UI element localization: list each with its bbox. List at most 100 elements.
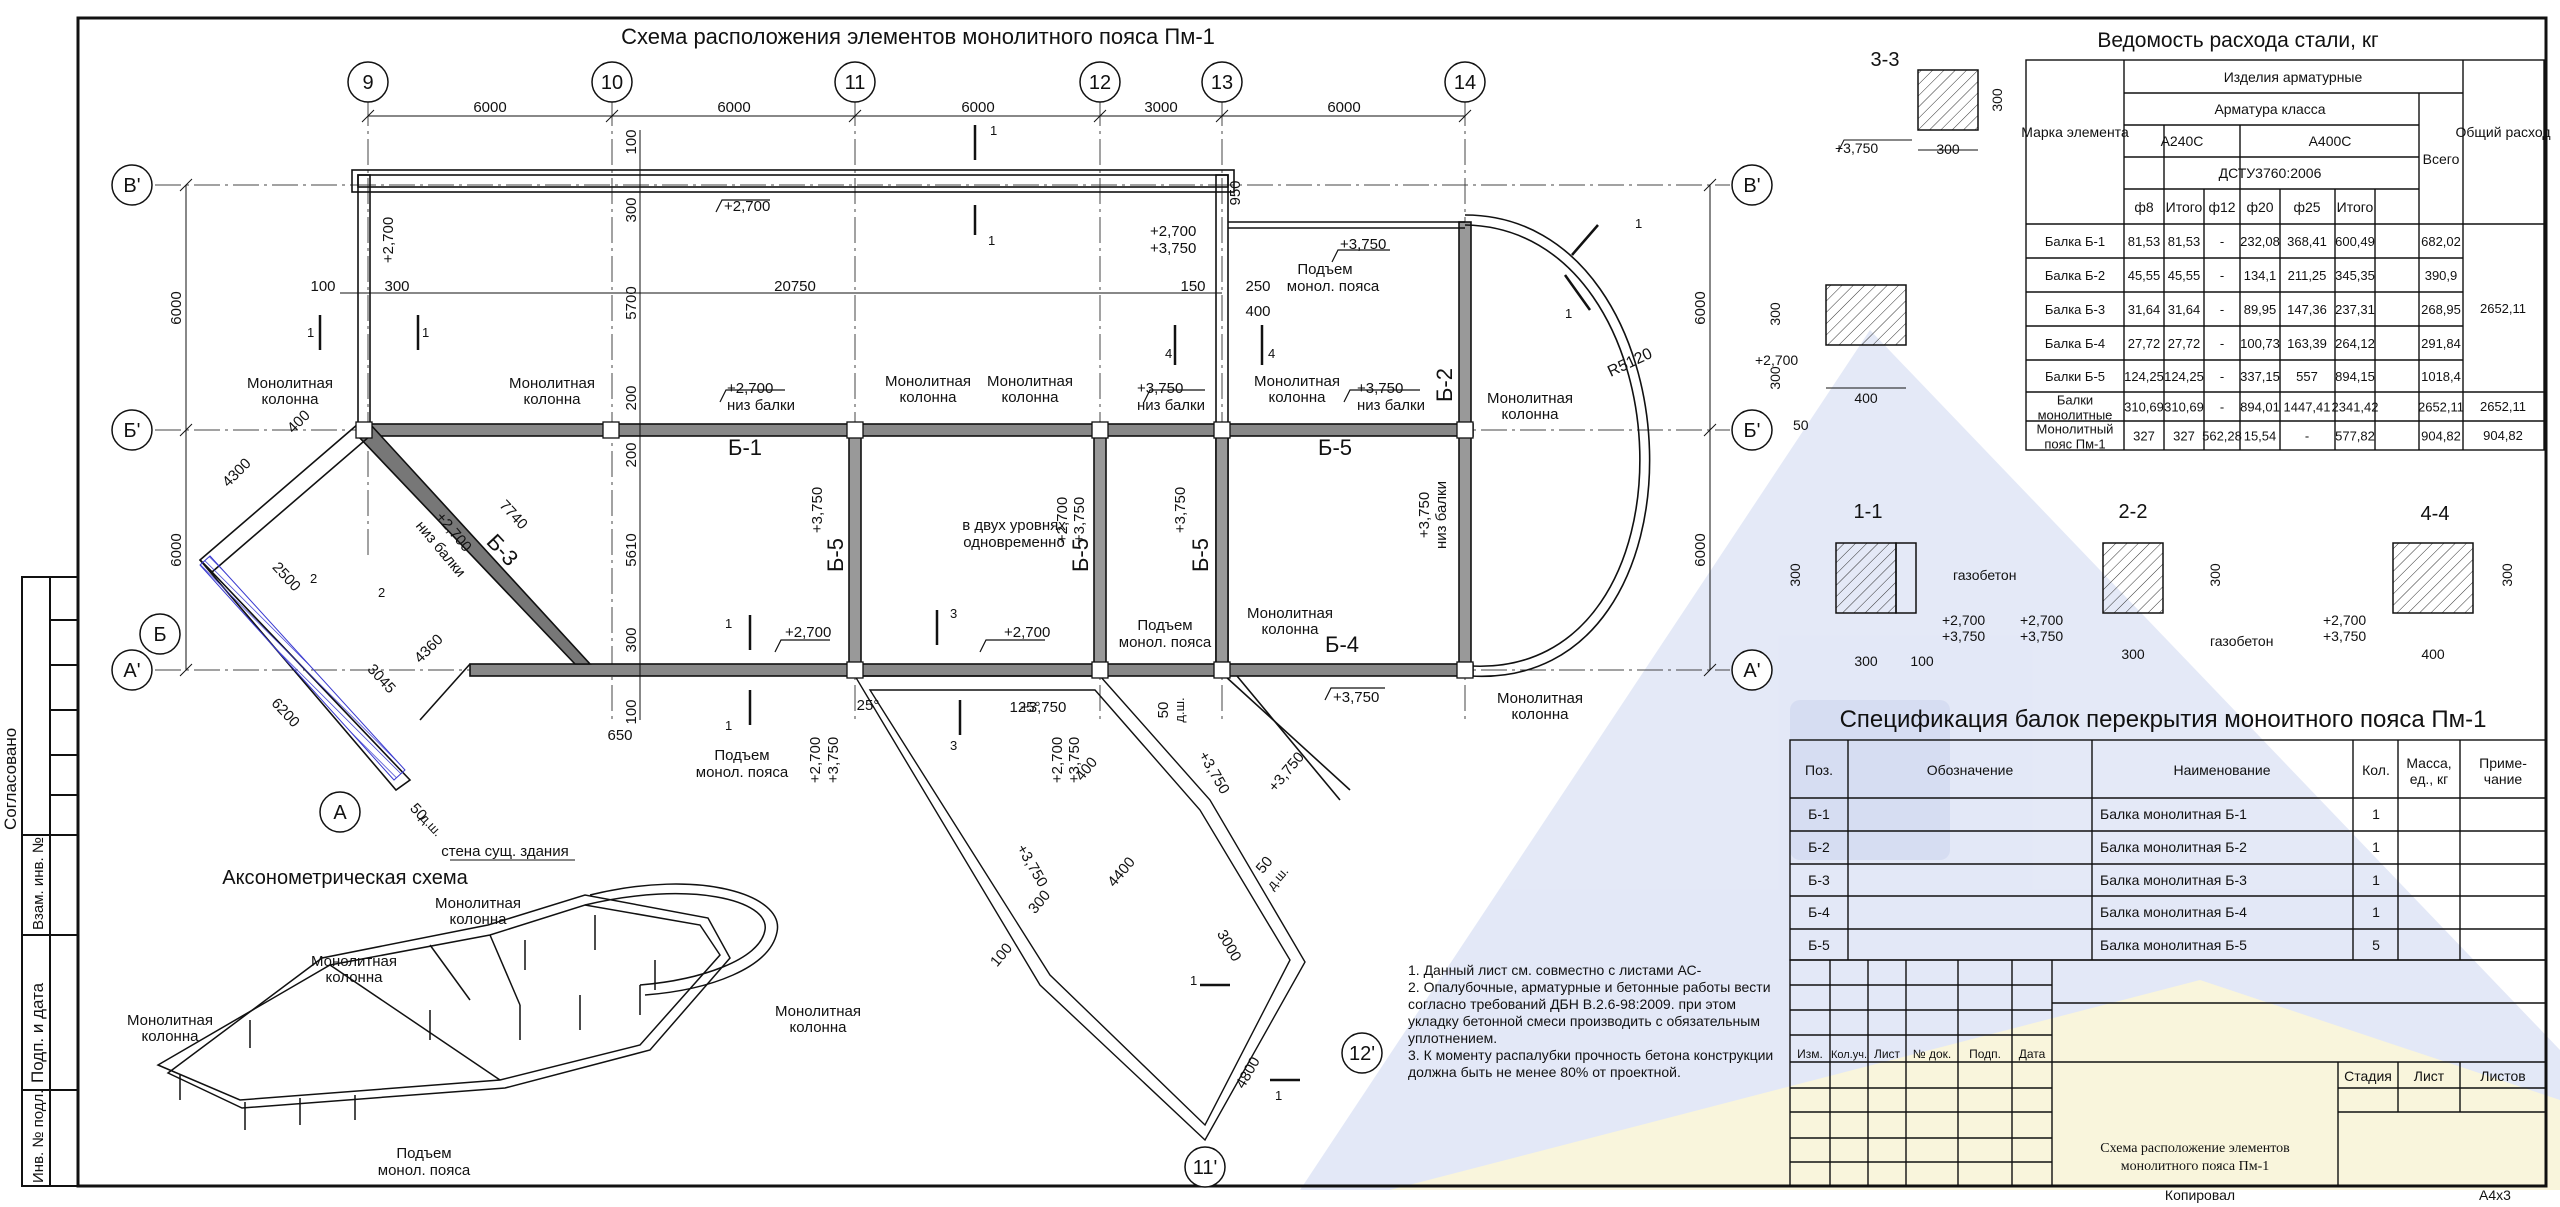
plan-title: Схема расположения элементов монолитного… bbox=[621, 24, 1215, 49]
column-label: Монолитная bbox=[987, 373, 1073, 390]
steel-cell: 310,69 bbox=[2124, 400, 2164, 415]
dim: 950 bbox=[1227, 180, 1244, 205]
spec-qty: 1 bbox=[2372, 839, 2380, 855]
section-mark: 4 bbox=[1268, 346, 1275, 361]
steel-col-header: Итого bbox=[2337, 199, 2374, 215]
dim: 50 bbox=[1155, 702, 1172, 719]
steel-cell: 45,55 bbox=[2128, 268, 2161, 283]
level-mark: +3,750 bbox=[1066, 737, 1083, 783]
steel-cell: 390,9 bbox=[2425, 268, 2458, 283]
steel-cell: 211,25 bbox=[2288, 268, 2327, 283]
spec-header: ед., кг bbox=[2410, 771, 2449, 787]
spec-header: Приме- bbox=[2479, 755, 2527, 771]
level-mark: +2,700 bbox=[2020, 612, 2063, 628]
steel-row-name: пояс Пм-1 bbox=[2044, 437, 2105, 452]
spec-name: Балка монолитная Б-2 bbox=[2100, 839, 2247, 855]
column-label: колонна bbox=[1269, 389, 1327, 406]
tb-col: Дата bbox=[2019, 1047, 2046, 1061]
section-title: 4-4 bbox=[2421, 503, 2450, 525]
radius-label: R5120 bbox=[1605, 345, 1655, 380]
dim: 400 bbox=[2421, 646, 2445, 662]
angle: 25° bbox=[857, 697, 880, 714]
podem-label: Подъем bbox=[714, 747, 769, 764]
level-mark: +3,750 bbox=[1357, 380, 1403, 397]
spec-pos: Б-2 bbox=[1808, 839, 1830, 855]
tb-stage: Стадия bbox=[2344, 1068, 2392, 1084]
dim: 5700 bbox=[623, 286, 640, 319]
level-note: низ балки bbox=[727, 397, 795, 414]
dim-span: 6000 bbox=[717, 99, 750, 116]
steel-overall-row: 2652,11 bbox=[2480, 399, 2526, 414]
section-mark: 3 bbox=[950, 606, 957, 621]
tb-format: А4х3 bbox=[2479, 1187, 2511, 1203]
steel-row-name: Балка Б-4 bbox=[2045, 336, 2105, 351]
column-label: Монолитная bbox=[509, 375, 595, 392]
dim: 300 bbox=[1767, 302, 1783, 326]
level-note: низ балки bbox=[1137, 397, 1205, 414]
steel-cell: 327 bbox=[2133, 429, 2155, 444]
level-mark: +2,700 bbox=[1004, 624, 1050, 641]
spec-table-grid bbox=[1789, 739, 2547, 961]
section-mark: 3 bbox=[950, 738, 957, 753]
axo-label: Монолитная bbox=[127, 1012, 213, 1029]
section-cuts bbox=[318, 125, 1599, 1082]
grid-label: А bbox=[333, 802, 347, 824]
existing-wall-label: стена сущ. здания bbox=[441, 843, 568, 860]
podem-label: монол. пояса bbox=[1287, 278, 1380, 295]
beam-label: Б-5 bbox=[1068, 538, 1093, 572]
steel-col-header: ф20 bbox=[2246, 199, 2273, 215]
steel-row-name: Балка Б-1 bbox=[2045, 234, 2105, 249]
beam-label: Б-5 bbox=[1318, 435, 1352, 460]
dim: 100 bbox=[310, 278, 335, 295]
spec-pos: Б-4 bbox=[1808, 904, 1830, 920]
spec-pos: Б-1 bbox=[1808, 806, 1830, 822]
steel-cell: 894,01 bbox=[2240, 400, 2280, 415]
steel-cell: 291,84 bbox=[2421, 336, 2461, 351]
section-mark: 1 bbox=[1635, 216, 1642, 231]
note-line: 1. Данный лист см. совместно с листами А… bbox=[1408, 962, 1702, 978]
level-mark: +2,700 bbox=[1755, 352, 1798, 368]
dim: 4800 bbox=[1232, 1054, 1263, 1091]
steel-cell: 264,12 bbox=[2335, 336, 2375, 351]
angle: 125° bbox=[1009, 699, 1040, 716]
dim-span: 6000 bbox=[473, 99, 506, 116]
note-line: должна быть не менее 80% от проектной. bbox=[1408, 1064, 1681, 1080]
grid-label: 11' bbox=[1193, 1157, 1218, 1179]
level-mark: +3,750 bbox=[1942, 628, 1985, 644]
steel-cell: 268,95 bbox=[2421, 302, 2461, 317]
column-label: колонна bbox=[1262, 621, 1320, 638]
steel-header: Арматура класса bbox=[2214, 101, 2325, 117]
level-note: низ балки bbox=[1357, 397, 1425, 414]
level-mark: +3,750 bbox=[825, 737, 842, 783]
dim: 6200 bbox=[268, 695, 303, 731]
sidebar-inv-orig: Инв. № подл. bbox=[30, 1090, 47, 1183]
steel-header: А400С bbox=[2309, 133, 2352, 149]
steel-cell: - bbox=[2305, 429, 2309, 444]
dim: 300 bbox=[1854, 653, 1878, 669]
axo-label: колонна bbox=[450, 911, 508, 928]
grid-label: 11 bbox=[845, 72, 866, 94]
column-label: колонна bbox=[1502, 406, 1560, 423]
steel-cell: - bbox=[2220, 369, 2224, 384]
column-label: колонна bbox=[524, 391, 582, 408]
steel-cell: 327 bbox=[2173, 429, 2195, 444]
steel-col-header: ф25 bbox=[2293, 199, 2320, 215]
column-label: Монолитная bbox=[247, 375, 333, 392]
steel-cell: 100,73 bbox=[2240, 336, 2280, 351]
section-mark: 1 bbox=[990, 123, 997, 138]
dim-span: 6000 bbox=[961, 99, 994, 116]
section-mark: 4 bbox=[1165, 346, 1172, 361]
grid-label: А' bbox=[123, 660, 140, 682]
steel-cell: 163,39 bbox=[2287, 336, 2327, 351]
column-label: колонна bbox=[262, 391, 320, 408]
steel-cell: 124,25 bbox=[2124, 369, 2164, 384]
section-mark: 2 bbox=[310, 571, 317, 586]
steel-cell: 557 bbox=[2296, 369, 2318, 384]
beam-label: Б-2 bbox=[1432, 368, 1457, 402]
grid-axes bbox=[155, 100, 1730, 720]
axo-label: колонна bbox=[142, 1028, 200, 1045]
dim-span: 6000 bbox=[1692, 533, 1709, 566]
tb-drawing-name: Схема расположение элементов bbox=[2100, 1141, 2290, 1156]
